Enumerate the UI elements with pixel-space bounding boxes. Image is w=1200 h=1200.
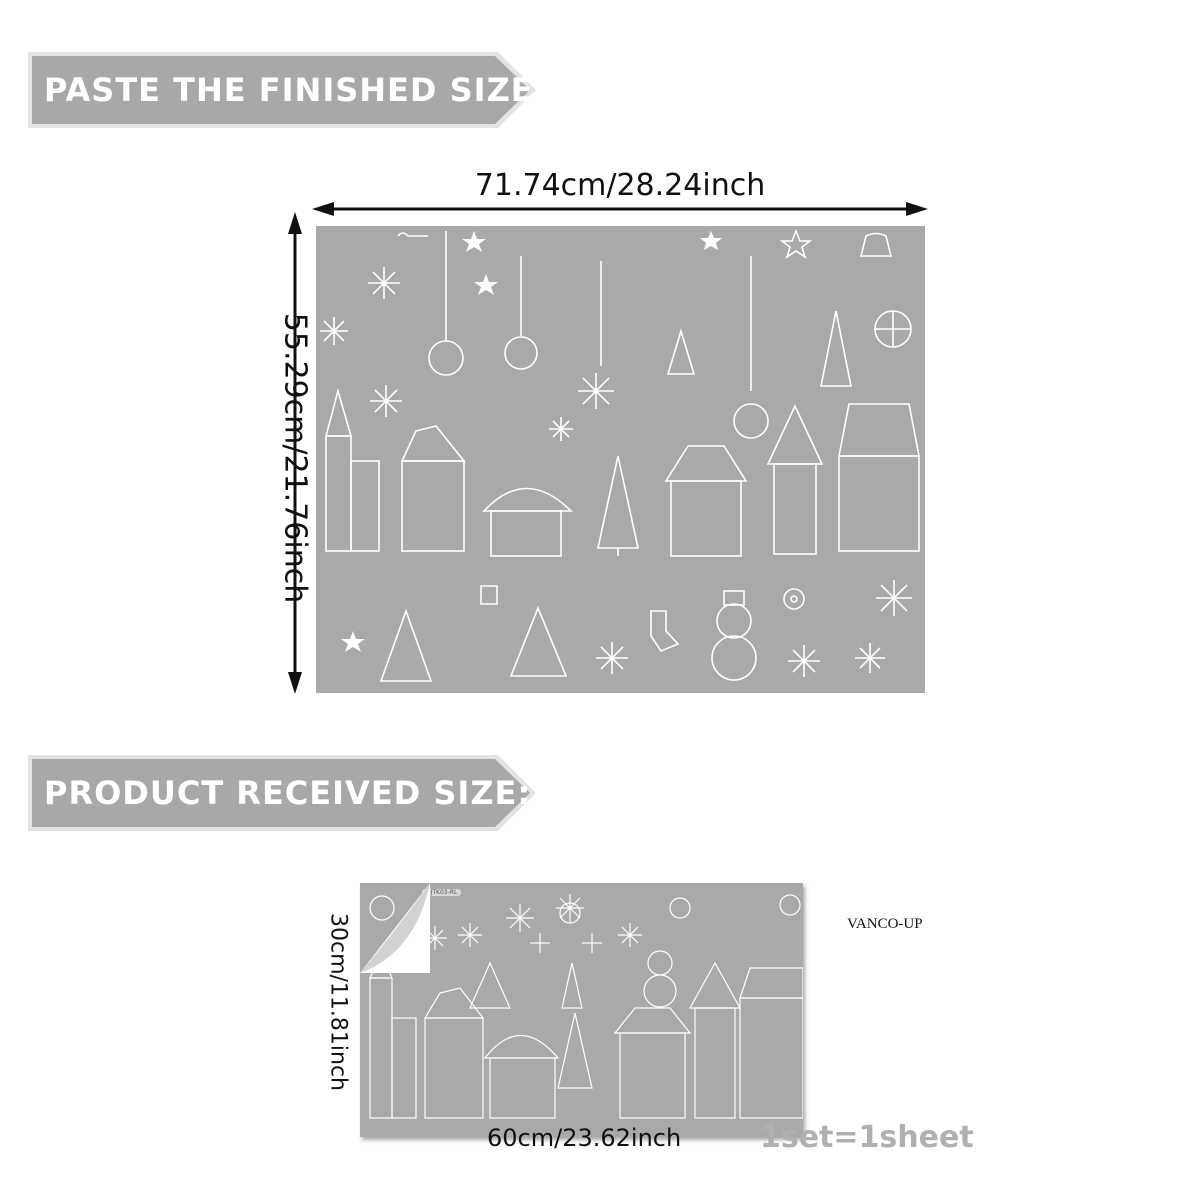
snowman-icon (711, 590, 757, 681)
width-arrow-icon (312, 202, 928, 216)
finished-size-banner: PASTE THE FINISHED SIZE: (28, 52, 546, 128)
finished-size-title: PASTE THE FINISHED SIZE: (44, 71, 548, 109)
snowflake-icon (320, 267, 912, 677)
decal-artwork (320, 228, 920, 682)
set-count-label: 1set=1sheet (760, 1120, 974, 1155)
christmas-tree-icon (469, 961, 593, 1089)
arrow-banner-shape (28, 755, 536, 831)
stocking-icon (650, 610, 680, 652)
ornament-icon (369, 894, 801, 924)
received-width-label: 60cm/23.62inch (487, 1124, 682, 1152)
mitten-icon (480, 585, 498, 605)
received-height-label: 30cm/11.81inch (325, 912, 351, 1092)
house-icon (324, 388, 920, 557)
ornament-icon (428, 231, 769, 439)
snowman-icon (643, 950, 677, 1008)
star-icon (341, 231, 722, 652)
received-size-banner: PRODUCT RECEIVED SIZE: (28, 755, 538, 831)
snowflake-icon (423, 894, 642, 953)
christmas-tree-icon (379, 310, 852, 682)
sheet-artwork (369, 894, 803, 1119)
height-arrow-icon (288, 212, 302, 694)
finished-height-label: 55.29cm/21.76inch (277, 312, 313, 604)
received-sticker-sheet: DJTK03-RL (360, 883, 803, 1137)
peel-corner-icon (360, 883, 430, 973)
arrow-banner-shape (28, 52, 536, 128)
received-size-title: PRODUCT RECEIVED SIZE: (44, 774, 532, 812)
candy-cane-icon (397, 232, 428, 237)
bell-icon (859, 232, 893, 257)
finished-width-label: 71.74cm/28.24inch (474, 168, 766, 203)
house-icon (369, 951, 803, 1119)
sku-label: DJTK03-RL (422, 889, 462, 896)
finished-decal-preview (316, 226, 925, 693)
brand-logo: VANCO-UP (847, 916, 923, 932)
